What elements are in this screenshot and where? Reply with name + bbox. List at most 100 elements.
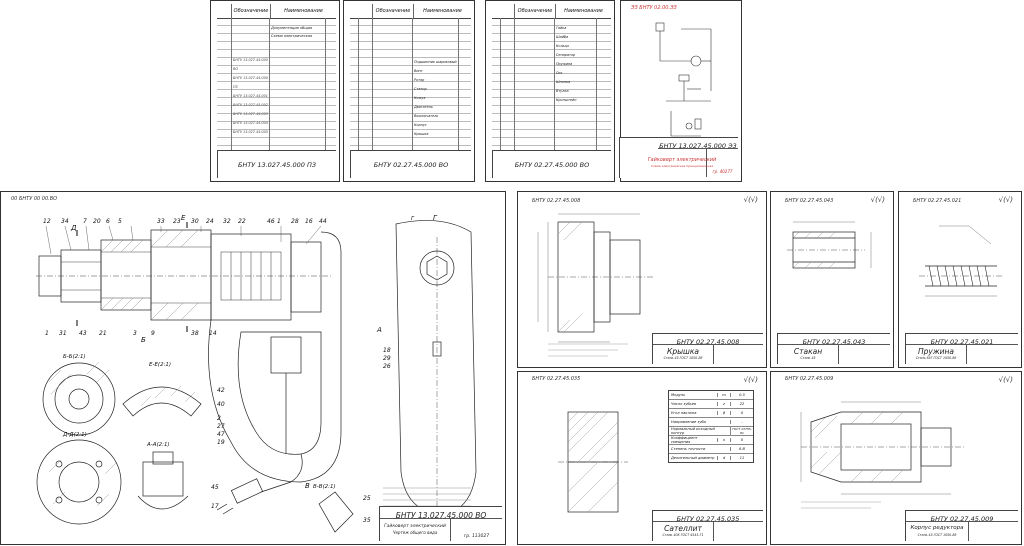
detail-sheet-gear-housing: БНТУ 02.27.45.009 √(√) БНТУ 02.27.45.009: [770, 371, 1022, 545]
gear-table-row: Модуль m 0.5: [669, 391, 753, 400]
gear-param-name: Число зубьев: [671, 402, 697, 406]
spec-row: Шпонка: [556, 80, 571, 84]
spec-sheet-2: Обозначение Наименование Подшипник шарик…: [343, 0, 475, 182]
view-title: А-А(2:1): [146, 442, 170, 448]
title-block: БНТУ 13.027.45.000 Э3 Гайковерт электрич…: [619, 137, 738, 178]
spec-rows: Документация общая Схема электрическая Б…: [217, 18, 336, 151]
spec-row: БНТУ 13.027.45.002: [233, 103, 268, 107]
assembly-corner-tag: 00 БНТУ 00 00.ВО: [11, 196, 58, 202]
title-block-title: Стакан: [793, 346, 823, 356]
title-block: БНТУ 02.27.45.035 Сателлит Сталь 40Х ГОС…: [652, 510, 763, 541]
title-block-material: Сталь 45 ГОСТ 1050-88: [917, 532, 957, 537]
col-header-name: Наименование: [423, 8, 462, 14]
spec-row: Ось: [556, 71, 563, 75]
col-header-designation: Обозначение: [232, 4, 271, 18]
title-block: БНТУ 02.27.45.021 Пружина Сталь 65Г ГОСТ…: [905, 333, 1018, 364]
gear-parameter-table: Модуль m 0.5 Число зубьев z 22 Угол накл…: [668, 390, 754, 463]
position-number: 26: [383, 363, 391, 370]
col-header-designation: Обозначение: [515, 4, 556, 18]
sheet-corner-tag: БНТУ 02.27.45.021: [913, 198, 962, 204]
title-block-material: Сталь 40Х ГОСТ 4543-71: [662, 532, 704, 537]
detail-sheet-satellite: БНТУ 02.27.45.035 √(√) Модуль m 0.5 Числ…: [517, 371, 767, 545]
spec-row: Крышка: [414, 132, 429, 136]
gear-param-value: 0: [730, 411, 753, 415]
position-number: 19: [217, 439, 225, 446]
title-block: БНТУ 13.027.45.000 ПЗ: [217, 150, 336, 178]
detail-sheet-spring: БНТУ 02.27.45.021 √(√) БНТУ 02.27.45.021…: [898, 191, 1022, 368]
spec-row: Кожух: [414, 96, 426, 100]
view-title: Г: [411, 216, 415, 222]
title-block-code: БНТУ 02.27.45.009: [930, 515, 994, 523]
spec-header: Обозначение Наименование: [217, 4, 336, 19]
position-number: 6: [106, 218, 110, 225]
gear-table-row: Степень точности 8-B: [669, 445, 753, 454]
title-block-material: Сталь 45 ГОСТ 1050-88: [663, 355, 703, 360]
position-number: 27: [217, 423, 225, 430]
gear-housing-drawing: [800, 401, 966, 509]
spec-row: Двигатель: [414, 105, 433, 109]
view-title: Д-Д(2:1): [62, 432, 87, 438]
gear-param-symbol: β: [717, 411, 730, 415]
gear-param-symbol: x: [717, 438, 730, 442]
section-letter: Г: [433, 214, 438, 222]
title-block-name: Гайковерт электрический Схема электричес…: [648, 149, 716, 177]
gear-param-value: 11: [730, 456, 753, 460]
spec-row: Кольцо: [556, 44, 570, 48]
gear-param-name: Коэффициент смещения: [671, 436, 698, 444]
title-block-code: БНТУ 13.027.45.000 ПЗ: [237, 160, 317, 169]
title-block-subtitle: Схема электрическая принципиальная: [650, 164, 714, 168]
position-number: 46: [267, 218, 275, 225]
title-block-code: БНТУ 02.27.45.000 ВО: [514, 160, 590, 169]
assembly-sheet: 00 БНТУ 00 00.ВО: [0, 191, 506, 545]
spec-row: Корпус: [414, 123, 427, 127]
sheet-corner-tag: БНТУ 02.27.45.009: [785, 376, 834, 382]
position-number: 2: [217, 415, 221, 422]
satellite-drawing: [558, 411, 628, 513]
gear-param-name: Делительный диаметр: [671, 456, 715, 460]
position-number: 47: [217, 431, 225, 438]
title-block: БНТУ 02.27.45.009 Корпус редуктора Сталь…: [905, 510, 1018, 541]
position-number: 23: [173, 218, 181, 225]
position-number: 18: [383, 347, 391, 354]
sheet-corner-tag: БНТУ 02.27.45.035: [532, 376, 581, 382]
spec-rows: Гайка Шайба Кольцо Сепаратор Пружина Ось…: [492, 18, 611, 151]
title-block-body: Гайковерт электрический Схема электричес…: [648, 149, 738, 177]
assembly-drawing: 12 34 7 20 6 5 33 23 30 24 32 22 46 1 28…: [36, 214, 477, 533]
title-block-code-cell: БНТУ 13.027.45.000 Э3: [658, 138, 738, 150]
title-block: БНТУ 13.027.45.000 ВО Гайковерт электрич…: [379, 506, 502, 541]
gear-param-symbol: d: [717, 456, 730, 460]
position-number: 17: [211, 503, 219, 510]
position-number: 33: [157, 218, 165, 225]
gear-param-value: 8-B: [730, 447, 753, 451]
view-title: Е-Е(2:1): [149, 362, 171, 368]
position-number: 3: [133, 330, 137, 337]
title-block-title: Крышка: [667, 346, 699, 356]
col-header-name: Наименование: [284, 8, 323, 14]
sheet-corner-tag: БНТУ 02.27.45.008: [532, 198, 581, 204]
spec-row: Выключатель: [414, 114, 439, 118]
gear-table-row: Угол наклона β 0: [669, 409, 753, 418]
title-block-code: БНТУ 02.27.45.021: [930, 338, 994, 346]
spec-row: Гайка: [556, 26, 567, 30]
position-number: 34: [61, 218, 69, 225]
gear-param-value: 0: [730, 438, 753, 442]
spec-row: Винт: [414, 69, 423, 73]
section-letter: Б: [141, 336, 146, 344]
title-block-title: Корпус редуктора: [910, 524, 964, 531]
spec-row: БНТУ 13.027.45.005: [233, 130, 268, 134]
spec-row-list: Подшипник шариковый Винт Ротор Статор Ко…: [414, 58, 458, 139]
title-block-code-cell: БНТУ 13.027.45.000 ВО: [380, 507, 502, 520]
title-block-title: Сателлит: [664, 523, 702, 533]
position-number: 25: [363, 495, 371, 502]
gear-param-name: Направление зуба: [671, 420, 706, 424]
spec-row: Схема электрическая: [271, 34, 313, 38]
gear-table-row: Число зубьев z 22: [669, 400, 753, 409]
spec-row: БНТУ 13.027.45.000 ВО: [233, 58, 268, 71]
spec-row-list: Документация общая Схема электрическая: [271, 24, 325, 40]
spec-row: Ротор: [414, 78, 425, 82]
position-number: 1: [45, 330, 49, 337]
view-title: В-В(2:1): [313, 484, 336, 490]
title-block-title: Гайковерт электрический: [384, 524, 446, 529]
position-number: 29: [383, 355, 391, 362]
gear-param-name: Модуль: [671, 393, 686, 397]
